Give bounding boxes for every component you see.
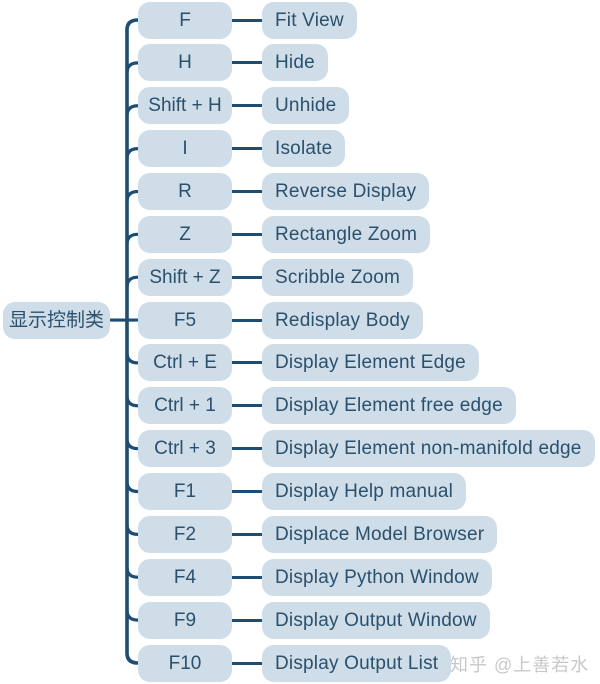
- key-node: H: [138, 44, 232, 82]
- key-action-connector-line: [232, 275, 262, 279]
- key-node: F2: [138, 515, 232, 553]
- key-action-connector-line: [232, 661, 262, 665]
- root-node-label: 显示控制类: [8, 309, 104, 331]
- shortcut-row: F Fit View: [138, 1, 357, 39]
- key-action-connector-line: [232, 575, 262, 579]
- shortcut-row: H Hide: [138, 44, 328, 82]
- key-node: Ctrl + 3: [138, 430, 232, 468]
- action-node: Display Output Window: [262, 601, 490, 639]
- action-node: Display Element non-manifold edge: [262, 430, 595, 468]
- key-node: F4: [138, 558, 232, 596]
- key-node: Ctrl + 1: [138, 387, 232, 425]
- shortcut-row: Shift + Z Scribble Zoom: [138, 258, 414, 296]
- key-node: F9: [138, 601, 232, 639]
- shortcut-row: F10 Display Output List: [138, 644, 452, 682]
- action-node: Redisplay Body: [262, 301, 423, 339]
- shortcut-row: Ctrl + 3 Display Element non-manifold edg…: [138, 430, 595, 468]
- shortcut-row: F1 Display Help manual: [138, 473, 467, 511]
- action-node: Displace Model Browser: [262, 515, 498, 553]
- action-node: Unhide: [262, 87, 350, 125]
- key-node: Ctrl + E: [138, 344, 232, 382]
- key-node: Z: [138, 215, 232, 253]
- key-node: I: [138, 130, 232, 168]
- key-action-connector-line: [232, 361, 262, 365]
- root-node: 显示控制类: [3, 301, 110, 339]
- key-action-connector-line: [232, 447, 262, 451]
- action-node: Display Python Window: [262, 558, 492, 596]
- key-action-connector-line: [232, 104, 262, 108]
- action-node: Isolate: [262, 130, 346, 168]
- shortcut-row: F9 Display Output Window: [138, 601, 490, 639]
- shortcut-row: Ctrl + 1 Display Element free edge: [138, 387, 516, 425]
- shortcut-row: F4 Display Python Window: [138, 558, 492, 596]
- key-node: F5: [138, 301, 232, 339]
- shortcut-row: Z Rectangle Zoom: [138, 215, 431, 253]
- key-node: F10: [138, 644, 232, 682]
- action-node: Fit View: [262, 1, 357, 39]
- key-action-connector-line: [232, 404, 262, 408]
- action-node: Display Element free edge: [262, 387, 516, 425]
- shortcut-row: Shift + H Unhide: [138, 87, 350, 125]
- key-action-connector-line: [232, 189, 262, 193]
- shortcut-row: Ctrl + E Display Element Edge: [138, 344, 479, 382]
- shortcut-row: I Isolate: [138, 130, 346, 168]
- key-node: F1: [138, 473, 232, 511]
- key-action-connector-line: [232, 618, 262, 622]
- shortcut-row: F2 Displace Model Browser: [138, 515, 498, 553]
- action-node: Scribble Zoom: [262, 258, 414, 296]
- key-action-connector-line: [232, 490, 262, 494]
- shortcut-row: F5 Redisplay Body: [138, 301, 423, 339]
- watermark: 知乎 @上善若水: [450, 655, 590, 675]
- action-node: Rectangle Zoom: [262, 215, 431, 253]
- key-node: F: [138, 1, 232, 39]
- key-action-connector-line: [232, 147, 262, 151]
- shortcut-row: R Reverse Display: [138, 172, 430, 210]
- action-node: Hide: [262, 44, 328, 82]
- key-action-connector-line: [232, 61, 262, 65]
- key-node: R: [138, 172, 232, 210]
- action-node: Reverse Display: [262, 172, 430, 210]
- key-node: Shift + Z: [138, 258, 232, 296]
- key-action-connector-line: [232, 232, 262, 236]
- action-node: Display Output List: [262, 644, 452, 682]
- action-node: Display Element Edge: [262, 344, 479, 382]
- key-action-connector-line: [232, 532, 262, 536]
- action-node: Display Help manual: [262, 473, 467, 511]
- key-action-connector-line: [232, 318, 262, 322]
- key-node: Shift + H: [138, 87, 232, 125]
- key-action-connector-line: [232, 18, 262, 22]
